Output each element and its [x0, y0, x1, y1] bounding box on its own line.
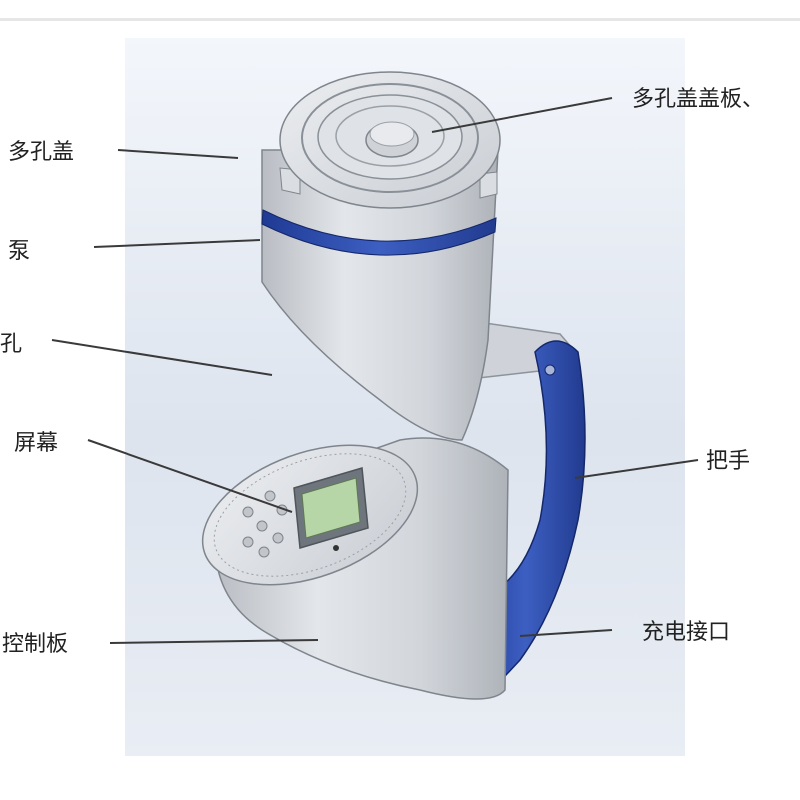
lcd-screen [293, 467, 369, 549]
label-control-board: 控制板 [2, 632, 69, 657]
control-body [201, 437, 509, 700]
top-divider [0, 18, 800, 21]
label-cover-plate: 多孔盖盖板、 [632, 87, 765, 112]
label-pump: 泵 [8, 239, 31, 264]
label-hole: 孔 [0, 332, 23, 357]
label-charging-port: 充电接口 [642, 620, 731, 645]
pump-cylinder [261, 149, 499, 441]
label-porous-cover: 多孔盖 [8, 140, 75, 165]
leader-lines [51, 97, 699, 644]
blue-ring [261, 209, 497, 256]
label-screen: 屏幕 [14, 431, 59, 456]
label-handle: 把手 [706, 449, 751, 474]
keypad [242, 490, 288, 558]
porous-cover [279, 71, 501, 209]
